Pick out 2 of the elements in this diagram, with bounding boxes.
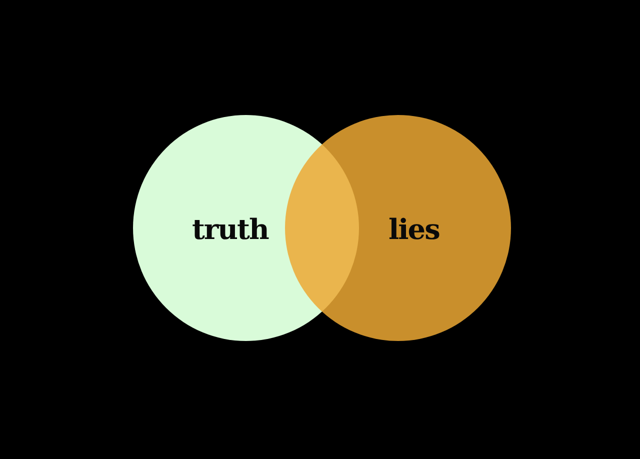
- set-label: truth: [192, 216, 268, 244]
- set-label: lies: [388, 216, 440, 244]
